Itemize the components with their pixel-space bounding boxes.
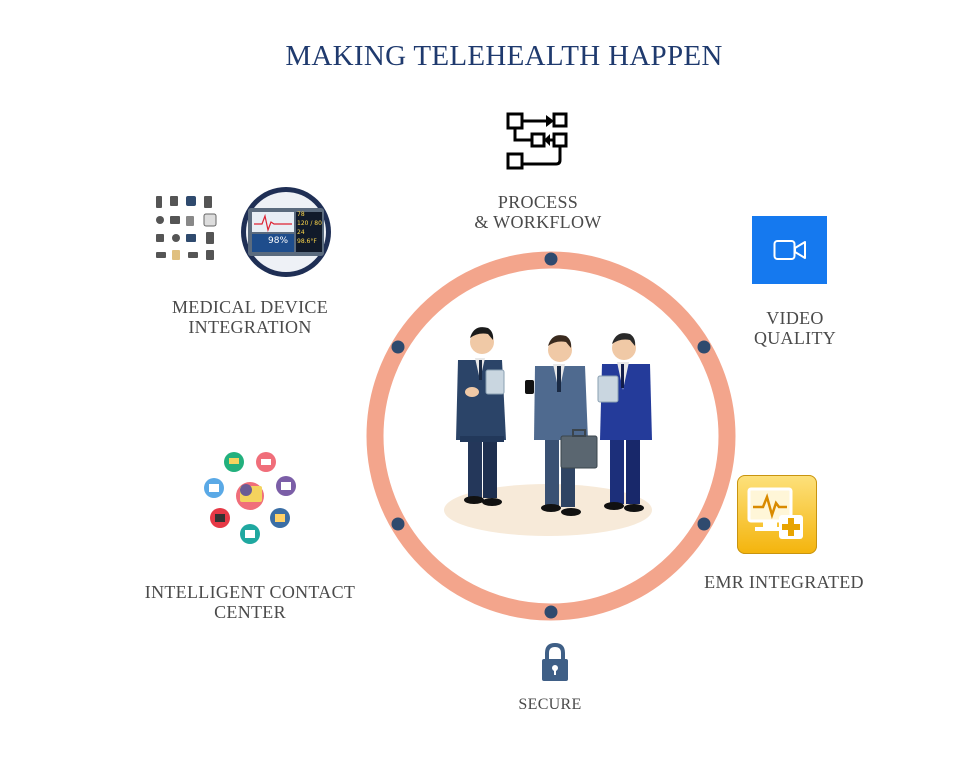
ring-dot-top-left	[391, 340, 405, 354]
blood-pressure-readout: 120 / 80	[297, 220, 322, 227]
vital-signs-monitor-icon: 78 120 / 80 24 98.6°F 98%	[238, 186, 334, 278]
page-title: MAKING TELEHEALTH HAPPEN	[285, 40, 723, 72]
padlock-icon	[541, 642, 569, 682]
spo2-readout: 98%	[268, 236, 289, 246]
secure-label-line1: SECURE	[518, 696, 582, 713]
ring-dot-top	[544, 252, 558, 266]
process-label-line2: & WORKFLOW	[474, 212, 602, 232]
medical-devices-icon	[152, 192, 232, 272]
ring-dot-top-right	[697, 340, 711, 354]
heart-rate-readout: 78	[297, 211, 305, 218]
respiration-readout: 24	[297, 229, 305, 236]
emr-integrated-label: EMR INTEGRATED	[694, 572, 874, 592]
video-label-line2: QUALITY	[753, 328, 837, 348]
workflow-icon	[506, 112, 570, 172]
contact-label-line1: INTELLIGENT CONTACT	[144, 582, 356, 602]
video-label-line1: VIDEO	[766, 308, 824, 328]
emr-monitor-icon	[737, 475, 817, 554]
secure-label: SECURE	[490, 695, 610, 715]
contact-center-label: INTELLIGENT CONTACT CENTER	[130, 582, 370, 622]
ring-dot-bottom-right	[697, 517, 711, 531]
businessmen-illustration	[444, 327, 652, 536]
process-label-line1: PROCESS	[497, 192, 579, 212]
emr-label-line1: EMR INTEGRATED	[704, 572, 864, 592]
medical-label-line1: MEDICAL DEVICE	[171, 297, 328, 317]
temperature-readout: 98.6°F	[297, 238, 317, 245]
process-workflow-label: PROCESS & WORKFLOW	[458, 192, 618, 232]
contact-center-icon	[200, 448, 300, 548]
medical-label-line2: INTEGRATION	[188, 317, 312, 337]
ring-dot-bottom-left	[391, 517, 405, 531]
video-camera-icon	[752, 216, 827, 284]
video-quality-label: VIDEO QUALITY	[730, 308, 860, 348]
contact-label-line2: CENTER	[214, 602, 286, 622]
medical-device-label: MEDICAL DEVICE INTEGRATION	[150, 297, 350, 337]
ring-dot-bottom	[544, 605, 558, 619]
